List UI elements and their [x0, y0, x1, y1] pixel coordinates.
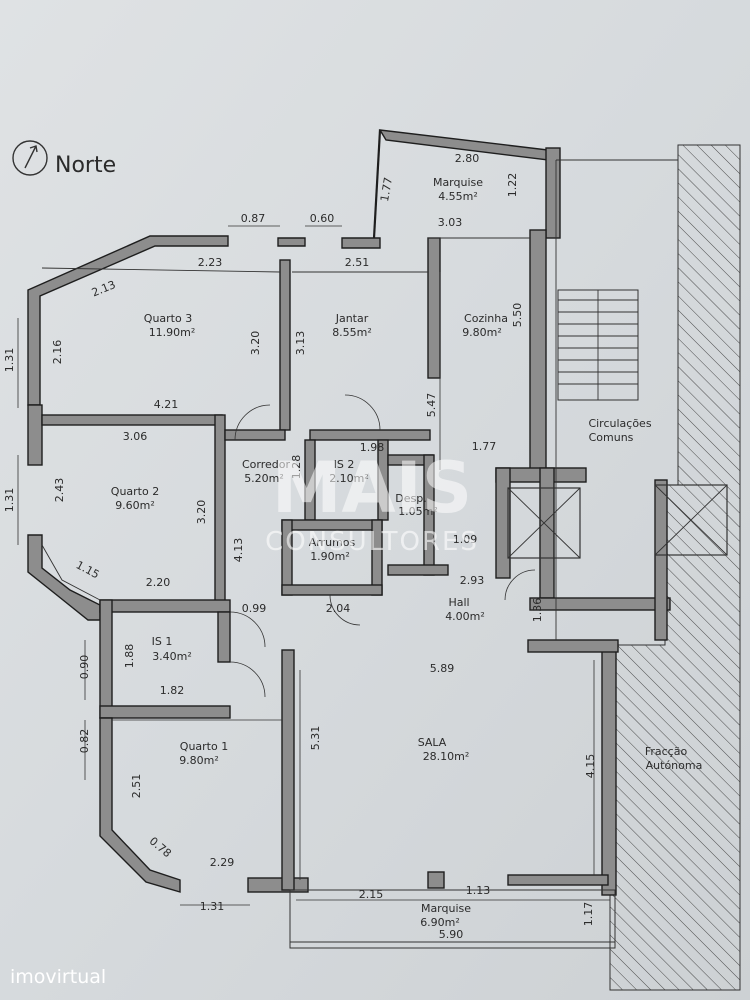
room-name: Corredor: [242, 458, 291, 471]
watermark-subtitle: CONSULTORES: [265, 527, 479, 557]
dimension-label: 5.90: [439, 928, 464, 941]
dimension-label: 4.15: [584, 754, 597, 779]
room-area: 28.10m²: [423, 750, 470, 763]
room-area: 9.60m²: [115, 499, 155, 512]
room-area: 1.90m²: [310, 550, 350, 563]
room-area: 9.80m²: [462, 326, 502, 339]
room-name: IS 1: [152, 635, 173, 648]
dimension-label: 0.99: [242, 602, 267, 615]
room-area: 8.55m²: [332, 326, 372, 339]
dimension-label: 5.50: [511, 303, 524, 328]
dimension-label: 2.80: [455, 152, 480, 165]
room-name: Quarto 1: [180, 740, 228, 753]
dimension-label: 1.36: [531, 598, 544, 623]
dimension-label: 4.13: [232, 538, 245, 563]
room-name: Arrumos: [309, 536, 356, 549]
north-indicator: Norte: [12, 140, 116, 178]
dimension-label: 2.23: [198, 256, 223, 269]
room-name: Quarto 3: [144, 312, 192, 325]
dimension-label: 1.82: [160, 684, 185, 697]
site-logo: imovirtual: [10, 966, 106, 988]
dimension-label: 3.20: [195, 500, 208, 525]
interior-lines: [41, 129, 728, 949]
room-name: SALA: [418, 736, 447, 749]
dimension-label: 5.47: [425, 393, 438, 418]
room-area: 3.40m²: [152, 650, 192, 663]
dimension-label: 1.09: [453, 533, 478, 546]
watermark: MAIS CONSULTORES: [265, 447, 479, 557]
dimension-label: 0.87: [241, 212, 266, 225]
lift-shaft: [507, 484, 728, 559]
room-area: 4.55m²: [438, 190, 478, 203]
dimension-label: 3.03: [438, 216, 463, 229]
room-area: 1.05m²: [398, 505, 438, 518]
dimension-label: 0.90: [78, 655, 91, 680]
dimension-label: 1.28: [290, 455, 303, 480]
dimension-label: 1.31: [200, 900, 225, 913]
dimension-label: 3.06: [123, 430, 148, 443]
dimension-label: 1.77: [472, 440, 497, 453]
dimension-label: 2.15: [359, 888, 384, 901]
room-labels: Marquise 4.55m² Quarto 3 11.90m² Jantar …: [111, 176, 703, 929]
room-area: 2.10m²: [329, 472, 369, 485]
room-area: 9.80m²: [179, 754, 219, 767]
room-area: 4.00m²: [445, 610, 485, 623]
north-label: Norte: [55, 153, 116, 178]
dimension-label: 1.31: [3, 488, 16, 513]
dimension-label: 1.98: [360, 441, 385, 454]
dimension-lines: [17, 225, 610, 906]
circulation-label: Comuns: [589, 431, 634, 444]
staircase: [557, 289, 639, 401]
room-area: 11.90m²: [149, 326, 196, 339]
dimension-labels: 2.80 1.77 1.22 0.87 0.60 3.03 2.23 2.13 …: [3, 152, 597, 941]
dimension-label: 0.60: [310, 212, 335, 225]
dimension-label: 2.51: [345, 256, 370, 269]
dimension-label: 3.20: [249, 331, 262, 356]
dimension-label: 2.16: [51, 340, 64, 365]
dimension-label: 2.04: [326, 602, 351, 615]
dimension-label: 1.13: [466, 884, 491, 897]
dimension-label: 1.88: [123, 644, 136, 669]
circulation-label: Circulações: [588, 417, 651, 430]
dimension-label: 4.21: [154, 398, 179, 411]
room-name: Jantar: [335, 312, 369, 325]
room-name: Marquise: [433, 176, 483, 189]
dimension-label: 2.20: [146, 576, 171, 589]
dimension-label: 2.43: [53, 478, 66, 503]
neighbour-label: Autónoma: [646, 759, 703, 772]
dimension-label: 5.89: [430, 662, 455, 675]
neighbour-label: Fracção: [645, 745, 688, 758]
room-area: 6.90m²: [420, 916, 460, 929]
dimension-label: 0.82: [78, 729, 91, 754]
walls: [27, 129, 671, 896]
room-name: Hall: [448, 596, 469, 609]
dimension-label: 1.17: [582, 902, 595, 927]
dimension-label: 2.51: [130, 774, 143, 799]
watermark-brand: MAIS: [272, 447, 472, 529]
room-name: Desp.: [395, 492, 426, 505]
dimension-label: 1.22: [506, 173, 519, 198]
doors: [229, 394, 536, 698]
dimension-label: 1.31: [3, 348, 16, 373]
dimension-label: 2.29: [210, 856, 235, 869]
dimension-label: 5.31: [309, 726, 322, 751]
room-name: Cozinha: [464, 312, 508, 325]
room-area: 5.20m²: [244, 472, 284, 485]
north-arrow-icon: [12, 140, 48, 176]
room-name: Marquise: [421, 902, 471, 915]
room-name: IS 2: [334, 458, 355, 471]
dimension-label: 1.77: [378, 176, 395, 202]
room-name: Quarto 2: [111, 485, 159, 498]
dimension-label: 2.93: [460, 574, 485, 587]
dimension-label: 3.13: [294, 331, 307, 356]
